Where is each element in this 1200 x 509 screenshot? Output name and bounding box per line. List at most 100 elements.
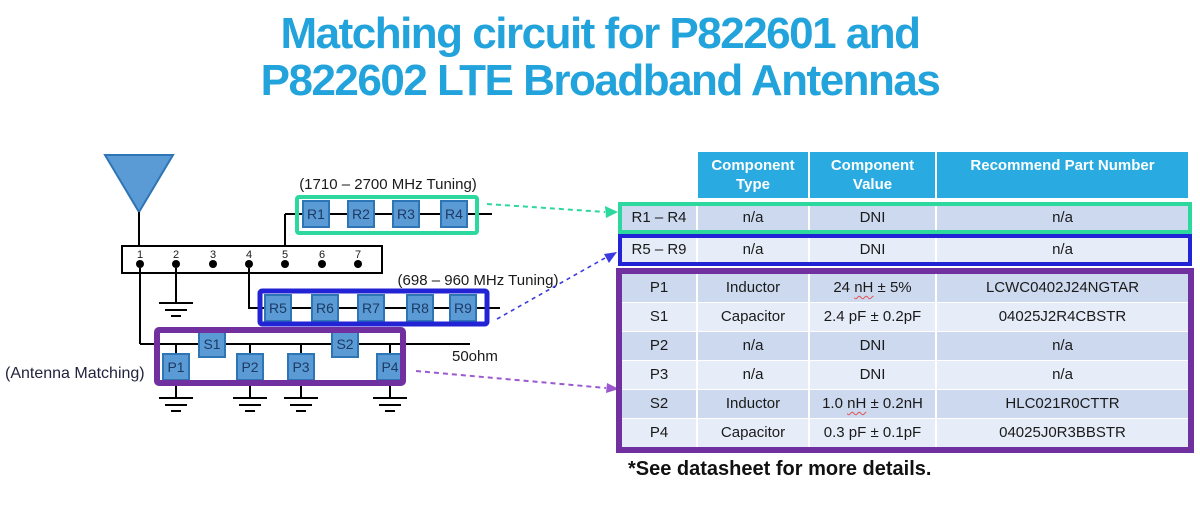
antenna-matching-arrow xyxy=(415,370,619,393)
resistor-R7 xyxy=(357,294,385,322)
low-band-arrow xyxy=(496,252,617,320)
cell-component-value: 1.0 nH ± 0.2nH xyxy=(810,390,937,418)
cell-component-value: DNI xyxy=(810,361,937,389)
component-table: Component Type Component Value Recommend… xyxy=(616,152,1194,453)
antenna-icon xyxy=(103,154,175,214)
cell-part-number: n/a xyxy=(937,238,1188,262)
ground-icon xyxy=(284,397,318,412)
spellcheck-squiggle: nH xyxy=(854,279,874,296)
resistor-R9 xyxy=(449,294,477,322)
impedance-label: 50ohm xyxy=(452,348,498,365)
shunt-P1 xyxy=(162,353,190,381)
ground-icon xyxy=(159,302,193,317)
header-component-type: Component Type xyxy=(698,152,810,198)
high-band-box xyxy=(295,195,479,235)
low-band-tuning-label: (698 – 960 MHz Tuning) xyxy=(398,272,559,289)
cell-component-type: Inductor xyxy=(698,390,810,418)
svg-text:1: 1 xyxy=(137,249,143,261)
shunt-P2-label: P2 xyxy=(241,359,258,375)
cell-component-type: Inductor xyxy=(698,274,810,302)
cell-component-value: 2.4 pF ± 0.2pF xyxy=(810,303,937,331)
antenna-matching-box xyxy=(154,327,406,386)
shunt-P4 xyxy=(376,353,404,381)
svg-text:5: 5 xyxy=(282,249,288,261)
cell-component-type: n/a xyxy=(698,361,810,389)
resistor-R5 xyxy=(264,294,292,322)
ground-icon xyxy=(233,397,267,412)
cell-row-label: R5 – R9 xyxy=(622,238,698,262)
series-S1-label: S1 xyxy=(203,336,220,352)
header-part-number: Recommend Part Number xyxy=(937,152,1188,198)
resistor-R3 xyxy=(392,200,420,228)
cell-component-value: 0.3 pF ± 0.1pF xyxy=(810,419,937,447)
cell-part-number: 04025J2R4CBSTR xyxy=(937,303,1188,331)
connector-box xyxy=(121,245,383,274)
header-component-value: Component Value xyxy=(810,152,937,198)
cell-part-number: LCWC0402J24NGTAR xyxy=(937,274,1188,302)
page-title-line2: P822602 LTE Broadband Antennas xyxy=(260,56,941,105)
cell-row-label: R1 – R4 xyxy=(622,206,698,230)
cell-row-label: P4 xyxy=(622,419,698,447)
pin-labels: 1 2 3 4 5 6 7 xyxy=(137,249,361,261)
svg-text:2: 2 xyxy=(173,249,179,261)
resistor-R8 xyxy=(406,294,434,322)
cell-part-number: HLC021R0CTTR xyxy=(937,390,1188,418)
resistor-R6-label: R6 xyxy=(316,300,334,316)
resistor-R5-label: R5 xyxy=(269,300,287,316)
cell-part-number: 04025J0R3BBSTR xyxy=(937,419,1188,447)
page-title: Matching circuit for P822601 and P822602… xyxy=(0,10,1200,104)
resistor-R4-label: R4 xyxy=(445,206,463,222)
cell-component-value: DNI xyxy=(810,238,937,262)
cell-component-value: 24 nH ± 5% xyxy=(810,274,937,302)
cell-row-label: P1 xyxy=(622,274,698,302)
cell-component-value: DNI xyxy=(810,206,937,230)
series-S2-label: S2 xyxy=(336,336,353,352)
cell-row-label: P2 xyxy=(622,332,698,360)
svg-text:7: 7 xyxy=(355,249,361,261)
resistor-R9-label: R9 xyxy=(454,300,472,316)
resistor-R4 xyxy=(440,200,468,228)
cell-component-type: n/a xyxy=(698,238,810,262)
resistor-R1 xyxy=(302,200,330,228)
cell-component-type: Capacitor xyxy=(698,303,810,331)
resistor-R6 xyxy=(311,294,339,322)
ground-icon xyxy=(159,397,193,412)
low-band-box xyxy=(257,288,490,327)
resistor-R3-label: R3 xyxy=(397,206,415,222)
table-header-row: Component Type Component Value Recommend… xyxy=(698,152,1188,198)
shunt-P3-label: P3 xyxy=(292,359,309,375)
cell-component-type: n/a xyxy=(698,206,810,230)
circuit-diagram: 1 2 3 4 5 6 7 xyxy=(5,154,619,412)
cell-part-number: n/a xyxy=(937,332,1188,360)
cell-row-label: P3 xyxy=(622,361,698,389)
resistor-R2-label: R2 xyxy=(352,206,370,222)
shunt-P4-label: P4 xyxy=(381,359,398,375)
resistor-R7-label: R7 xyxy=(362,300,380,316)
antenna-matching-label: (Antenna Matching) xyxy=(5,365,145,382)
shunt-P1-label: P1 xyxy=(167,359,184,375)
pin-dots xyxy=(136,260,362,268)
spellcheck-squiggle: nH xyxy=(847,395,867,412)
page-title-line1: Matching circuit for P822601 and xyxy=(280,9,921,58)
ground-icon xyxy=(373,397,407,412)
cell-row-label: S1 xyxy=(622,303,698,331)
cell-row-label: S2 xyxy=(622,390,698,418)
svg-text:6: 6 xyxy=(319,249,325,261)
cell-part-number: n/a xyxy=(937,206,1188,230)
resistor-R1-label: R1 xyxy=(307,206,325,222)
resistor-R2 xyxy=(347,200,375,228)
svg-text:4: 4 xyxy=(246,249,252,261)
